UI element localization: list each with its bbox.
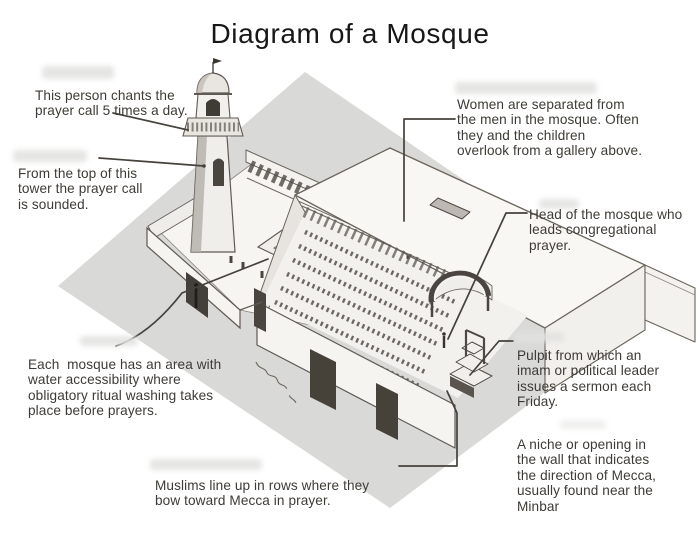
erased-word-smudge: [560, 420, 606, 429]
imam-figure: [442, 332, 446, 348]
leader-minaret: [98, 157, 205, 167]
leader-muezzin: [112, 112, 189, 131]
erased-word-smudge: [42, 66, 114, 79]
erased-word-smudge: [539, 199, 579, 209]
erased-word-smudge: [80, 336, 138, 346]
label-minbar-pulpit: Pulpit from which an imam or political l…: [517, 348, 660, 410]
label-muezzin: This person chants the prayer call 5 tim…: [35, 88, 188, 119]
label-ablution-area: Each mosque has an area with water acces…: [28, 357, 222, 419]
page-title: Diagram of a Mosque: [210, 18, 490, 49]
label-womens-gallery: Women are separated from the men in the …: [457, 97, 643, 159]
minbar: [449, 329, 493, 398]
colonnade-pillars: [302, 206, 458, 286]
leader-imam: [447, 212, 528, 340]
erased-word-smudge: [150, 459, 262, 470]
erased-word-smudge: [13, 150, 87, 162]
label-prayer-rows: Muslims line up in rows where they bow t…: [155, 478, 370, 509]
leader-minbar: [469, 340, 514, 376]
erased-word-smudge: [514, 332, 564, 342]
label-imam: Head of the mosque who leads congregatio…: [529, 207, 683, 253]
label-mihrab-niche: A niche or opening in the wall that indi…: [517, 437, 657, 514]
leader-prayer-rows: [398, 390, 458, 467]
artist-signature: [255, 361, 297, 403]
label-minaret-tower: From the top of this tower the prayer ca…: [18, 166, 143, 212]
prayer-hall: [254, 147, 696, 449]
crescent-finial: [213, 58, 222, 64]
roof-hatch: [429, 197, 471, 220]
mihrab-dome: [428, 270, 493, 317]
leader-womens-gallery: [403, 118, 456, 222]
erased-word-smudge: [455, 82, 597, 94]
